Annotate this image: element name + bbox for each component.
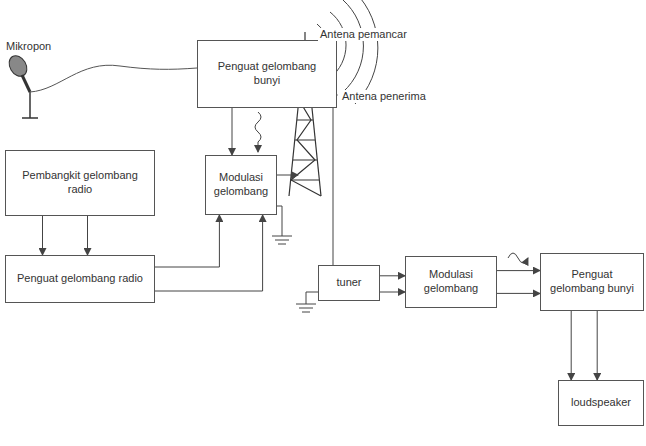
signal-arrow [155,215,219,267]
signal-arrow [571,311,572,380]
signal-arrow [232,108,233,155]
signal-arrow [42,216,43,255]
signal-arrow [155,215,263,291]
ground-symbol [296,292,318,312]
microphone [6,52,197,118]
signal-wave [255,112,261,152]
receiving-antenna [329,91,337,265]
part-label: Antena penerima [340,90,428,103]
part-label: Antena pemancar [318,28,409,41]
signal-arrow [380,292,405,293]
box-text: Penguat gelombang bunyi [547,268,637,296]
box-text: Modulasi gelombang [412,268,490,296]
amplifier-box: Penguat gelombang radio [5,255,155,303]
box-text: tuner [336,276,361,290]
box-text: Modulasi gelombang [212,171,270,199]
part-label: Mikropon [4,40,53,53]
signal-arrow [597,311,598,380]
signal-wave [508,253,528,263]
generator-box: Pembangkit gelombang radio [5,150,155,216]
demodulator-box: Modulasi gelombang [405,256,497,308]
signal-arrow [380,275,405,276]
signal-arrow [87,216,88,255]
loudspeaker-box: loudspeaker [558,380,644,426]
box-text: Pembangkit gelombang radio [12,169,148,197]
tuner-box: tuner [318,265,380,301]
box-text: Penguat gelombang radio [17,272,143,286]
box-text: Penguat gelombang bunyi [204,60,330,88]
signal-arrow [497,293,540,294]
signal-arrow [497,270,540,271]
antenna-feed [277,175,298,176]
amplifier-box: Penguat gelombang bunyi [540,253,644,311]
modulator-box: Modulasi gelombang [205,155,277,215]
amplifier-box: Penguat gelombang bunyi [197,40,337,108]
box-text: loudspeaker [571,396,631,410]
